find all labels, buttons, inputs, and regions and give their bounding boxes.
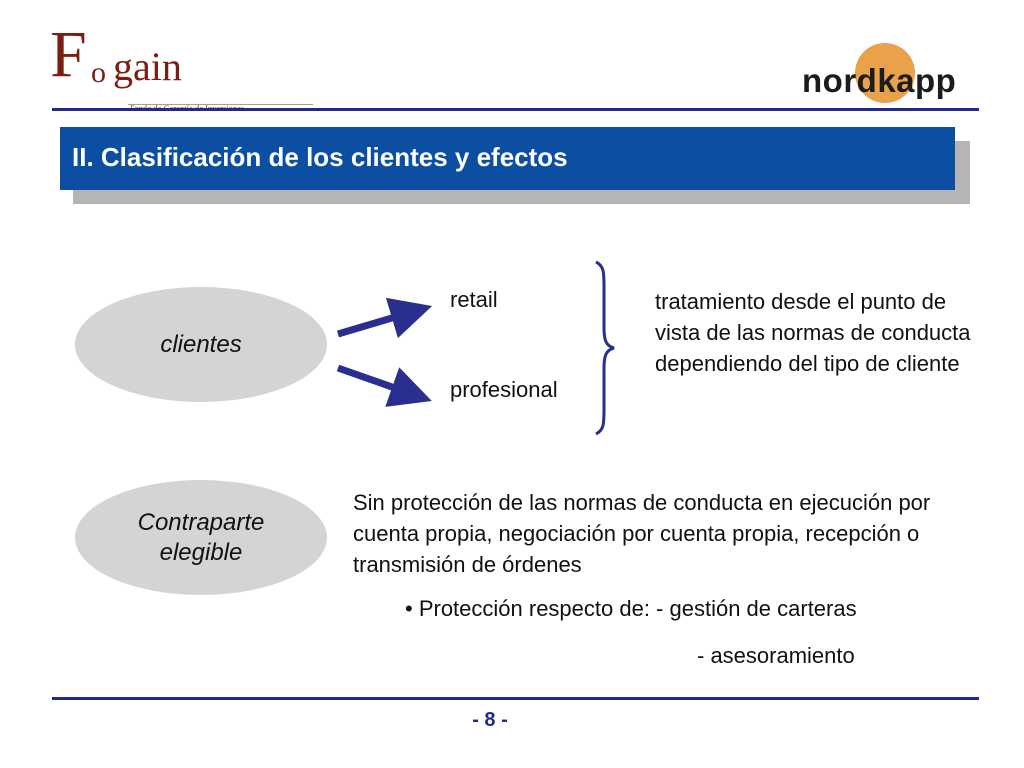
proteccion-bullet: • Protección respecto de: - gestión de c… bbox=[405, 596, 857, 621]
nordkapp-logo-text: nordkapp bbox=[802, 62, 957, 99]
option-retail: retail bbox=[450, 287, 498, 312]
contraparte-description: Sin protección de las normas de conducta… bbox=[353, 490, 931, 577]
fogain-logo-underline bbox=[128, 104, 313, 105]
nordkapp-logo: nordkapp bbox=[800, 40, 980, 105]
contraparte-ellipse: Contraparte elegible bbox=[75, 480, 327, 595]
proteccion-bullet-continued: - asesoramiento bbox=[697, 643, 855, 668]
title-bar: II. Clasificación de los clientes y efec… bbox=[60, 127, 955, 190]
branch-arrows bbox=[336, 297, 433, 407]
clientes-description: tratamiento desde el punto de vista de l… bbox=[655, 289, 971, 376]
fogain-logo-letter-o: o bbox=[91, 56, 106, 89]
contraparte-label-line1: Contraparte bbox=[137, 508, 265, 536]
slide-title: II. Clasificación de los clientes y efec… bbox=[72, 142, 568, 172]
fogain-logo: F o gain Fondo de Garantía de Inversione… bbox=[50, 18, 313, 113]
arrow-to-profesional bbox=[336, 364, 432, 407]
page-number: - 8 - bbox=[472, 709, 508, 731]
fogain-logo-letter-f: F bbox=[50, 18, 87, 91]
option-profesional: profesional bbox=[450, 377, 558, 402]
clientes-ellipse: clientes bbox=[75, 287, 327, 402]
bottom-divider bbox=[52, 697, 979, 700]
fogain-logo-rest: gain bbox=[113, 44, 182, 89]
nordkapp-sun-icon bbox=[855, 43, 915, 103]
contraparte-label-line2: elegible bbox=[159, 538, 243, 566]
right-brace-icon bbox=[595, 260, 615, 436]
contraparte-label: Contraparte elegible bbox=[138, 508, 265, 568]
clientes-label: clientes bbox=[160, 330, 242, 358]
arrow-to-retail bbox=[337, 297, 433, 339]
top-divider bbox=[52, 108, 979, 111]
